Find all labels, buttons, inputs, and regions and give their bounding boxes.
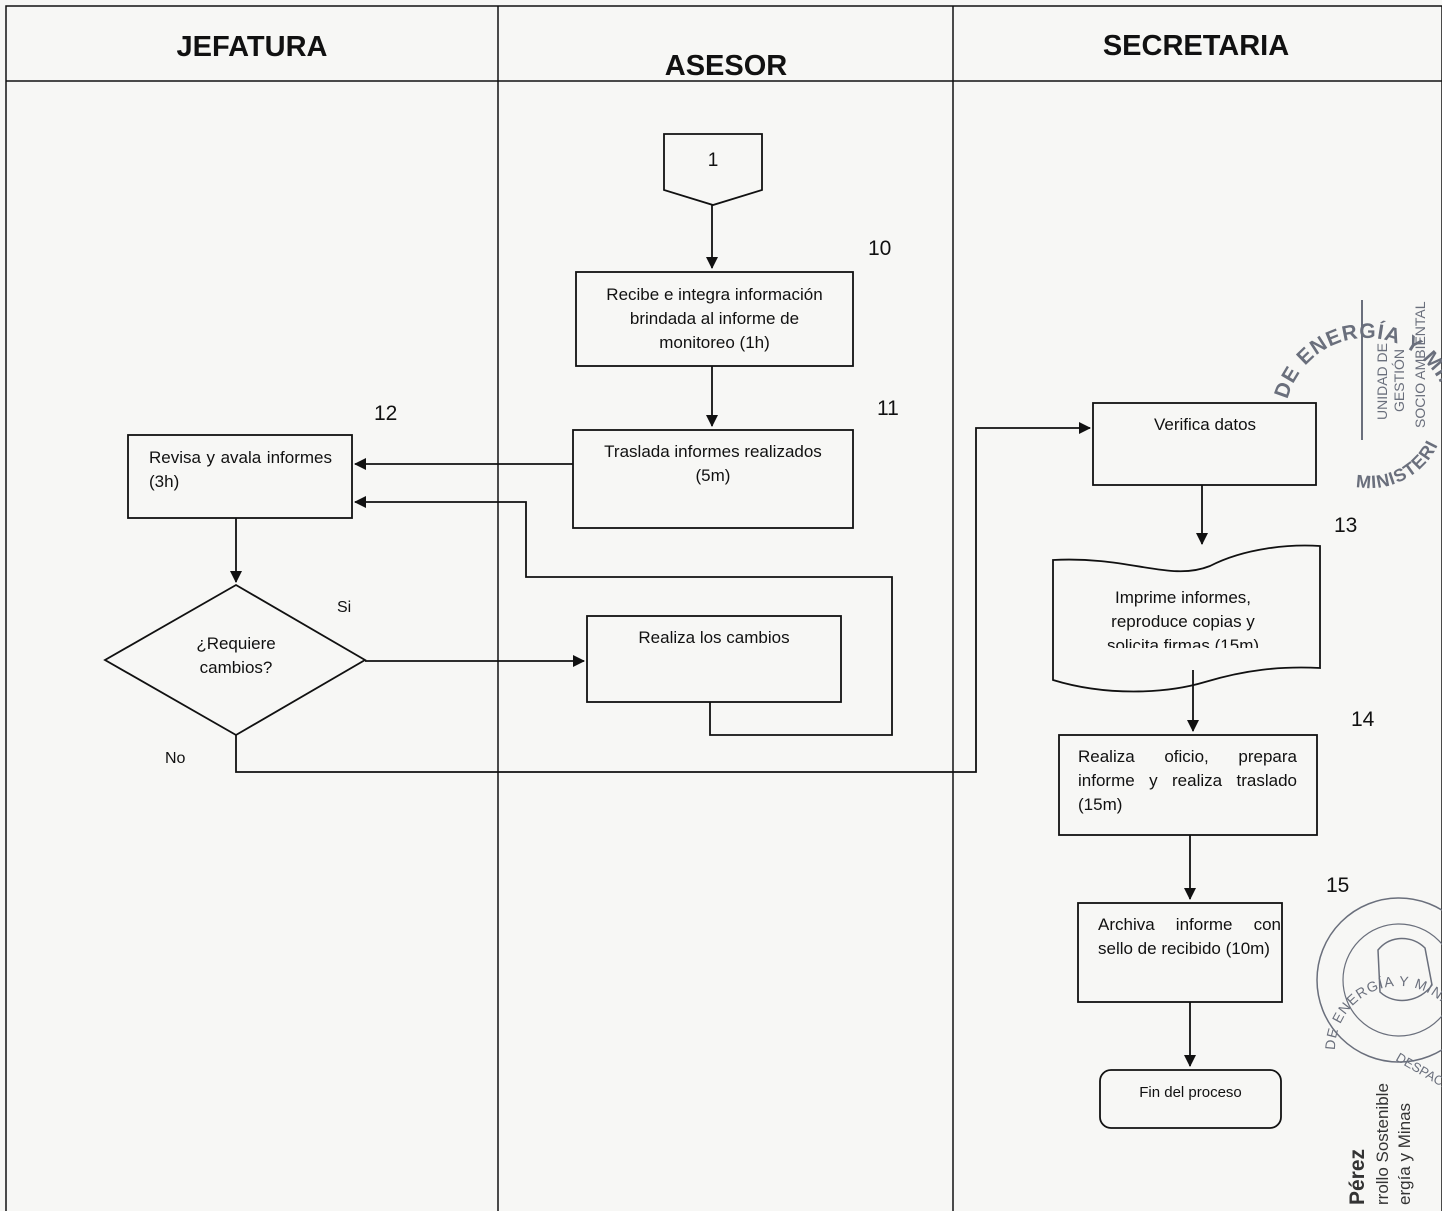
step-15-text: Archiva informe con sello de recibido (1… xyxy=(1098,915,1281,958)
step-14-text: Realiza oficio, prepara informe y realiz… xyxy=(1078,747,1297,814)
step-13-text: Imprime informes, reproduce copias y sol… xyxy=(1106,588,1260,648)
step-number-12: 12 xyxy=(374,402,397,425)
step-13-document-shape xyxy=(1052,544,1321,693)
decision-yes-label: Si xyxy=(337,599,351,616)
flow-connectors xyxy=(230,205,1208,1067)
step-11-box xyxy=(572,429,854,529)
step-12-box xyxy=(127,434,353,519)
stamp-center-line-1: UNIDAD DE xyxy=(1374,343,1390,420)
step-10-box xyxy=(575,271,854,367)
step-number-14: 14 xyxy=(1351,708,1375,731)
step-number-15: 15 xyxy=(1326,874,1349,897)
step-number-13: 13 xyxy=(1334,514,1357,537)
step-12-text: Revisa y avala informes (3h) xyxy=(149,448,332,491)
step-14-box xyxy=(1058,734,1318,836)
step-10-text: Recibe e integra información brindada al… xyxy=(606,285,823,352)
step-15-box xyxy=(1077,902,1283,1003)
seal-inner-text: DESPACHO xyxy=(1394,1050,1442,1099)
lane-header-asesor: ASESOR xyxy=(665,50,788,82)
end-text: Fin del proceso xyxy=(1139,1084,1242,1101)
decision-no-label: No xyxy=(165,750,186,767)
decision-question: ¿Requiere cambios? xyxy=(196,634,276,677)
connector-label: 1 xyxy=(708,150,719,171)
step-11-text: Traslada informes realizados (5m) xyxy=(604,442,822,485)
changes-box xyxy=(586,615,842,703)
svg-text:DE ENERGÍA Y MINAS DE DESARROL: DE ENERGÍA Y MINAS DE DESARROLLO SOSTENI… xyxy=(0,0,1442,1050)
changes-text: Realiza los cambios xyxy=(638,628,790,647)
step-number-11: 11 xyxy=(877,397,899,420)
stamp-center-line-3: SOCIO AMBIENTAL xyxy=(1412,301,1428,428)
seal-ring-text: DE ENERGÍA Y MINAS DE DESARROLLO SOSTENI… xyxy=(0,0,1442,1050)
end-terminator xyxy=(1099,1069,1282,1129)
lane-header-secretaria: SECRETARIA xyxy=(1103,30,1289,62)
offpage-connector xyxy=(663,133,763,206)
lane-header-jefatura: JEFATURA xyxy=(177,31,328,63)
verify-box xyxy=(1092,402,1317,486)
step-number-10: 10 xyxy=(868,237,891,260)
signature-line-1: Pérez xyxy=(1346,1149,1369,1205)
stamp-center-line-2: GESTIÓN xyxy=(1391,349,1407,412)
signature-block: Pérez rrollo Sostenible ergía y Minas xyxy=(1346,1083,1414,1205)
signature-line-3: ergía y Minas xyxy=(1395,1103,1414,1205)
signature-line-2: rrollo Sostenible xyxy=(1373,1083,1392,1205)
verify-text: Verifica datos xyxy=(1153,415,1257,434)
swimlane-grid xyxy=(5,5,1442,1211)
